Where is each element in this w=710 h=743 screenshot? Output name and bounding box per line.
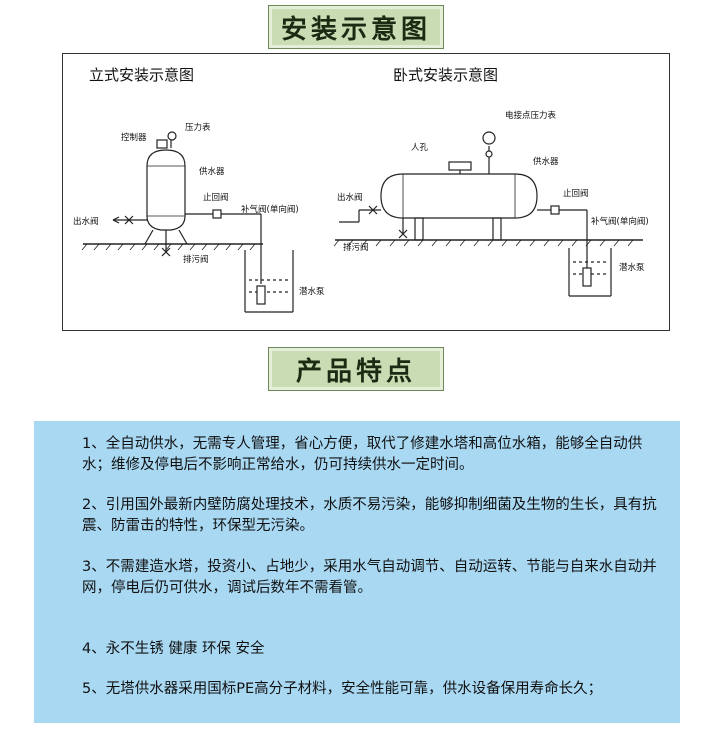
horizontal-tank: [380, 161, 538, 241]
label-controller: 控制器: [121, 132, 147, 143]
label-manhole: 人孔: [411, 143, 429, 153]
label-h-check-valve: 止回阀: [563, 188, 589, 199]
label-h-drain-valve: 排污阀: [343, 242, 369, 253]
manhole-icon: [448, 161, 472, 171]
h-pump-icon: [582, 267, 592, 287]
diagram-section-title: 安装示意图: [268, 5, 444, 49]
feature-item-5: 5、无塔供水器采用国标PE高分子材料，安全性能可靠，供水设备保用寿命长久；: [82, 681, 603, 697]
h-check-valve-icon: [550, 205, 560, 215]
h-outlet-valve-icon: [368, 205, 378, 215]
label-tank: 供水器: [199, 166, 225, 177]
check-valve-icon: [212, 209, 222, 219]
pump-icon: [256, 285, 266, 305]
features-section-title: 产品特点: [268, 347, 444, 391]
feature-item-2: 2、引用国外最新内壁防腐处理技术，水质不易污染，能够抑制细菌及生物的生长，具有抗…: [82, 497, 657, 534]
label-h-tank: 供水器: [533, 156, 559, 167]
label-pump: 潜水泵: [299, 286, 325, 297]
label-check-valve: 止回阀: [203, 192, 229, 203]
label-air-valve: 补气阀(单向阀): [241, 204, 299, 215]
vertical-title: 立式安装示意图: [89, 66, 194, 84]
label-outlet-valve: 出水阀: [73, 216, 99, 227]
label-drain-valve: 排污阀: [183, 254, 209, 265]
outlet-valve-icon: [124, 215, 134, 225]
installation-diagram-svg: 立式安装示意图: [73, 66, 649, 313]
label-h-air-valve: 补气阀(单向阀): [591, 216, 649, 227]
contact-gauge-icon: [482, 131, 496, 145]
controller-box: [156, 139, 168, 149]
installation-diagram: 立式安装示意图: [62, 53, 670, 331]
label-h-pump: 潜水泵: [619, 262, 645, 273]
label-pressure-gauge: 压力表: [185, 122, 211, 133]
feature-item-1: 1、全自动供水，无需专人管理，省心方便，取代了修建水塔和高位水箱，能够全自动供水…: [82, 436, 643, 473]
h-drain-valve-icon: [398, 229, 408, 239]
horizontal-title: 卧式安装示意图: [393, 66, 498, 84]
feature-item-3: 3、不需建造水塔，投资小、占地少，采用水气自动调节、自动运转、节能与自来水自动并…: [82, 559, 657, 596]
feature-item-4: 4、永不生锈 健康 环保 安全: [82, 641, 265, 657]
drain-valve-icon: [161, 247, 171, 257]
features-panel: 1、全自动供水，无需专人管理，省心方便，取代了修建水塔和高位水箱，能够全自动供水…: [34, 421, 680, 723]
vertical-tank: [144, 149, 188, 245]
pressure-gauge-icon: [167, 131, 177, 141]
label-contact-gauge: 电接点压力表: [505, 110, 557, 121]
label-h-outlet-valve: 出水阀: [337, 192, 363, 203]
vertical-well: [244, 250, 294, 313]
horizontal-well: [568, 248, 612, 297]
